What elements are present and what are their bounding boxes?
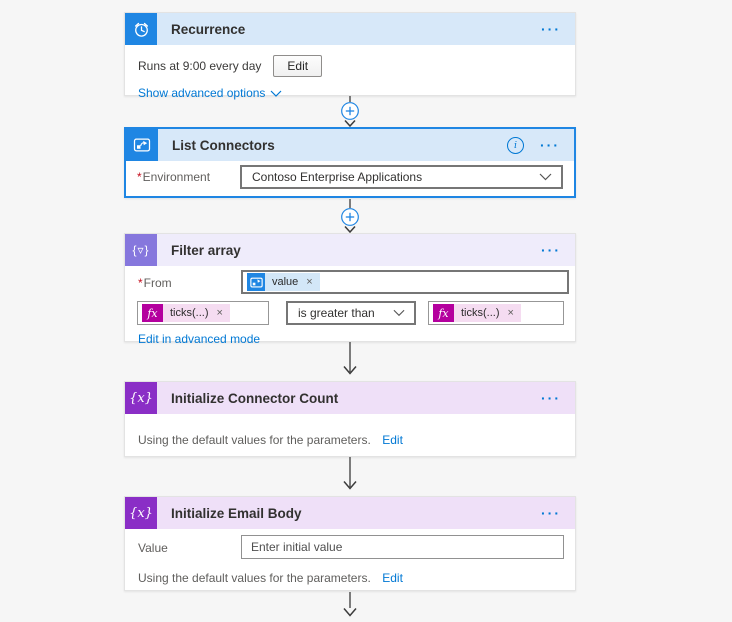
environment-value: Contoso Enterprise Applications xyxy=(252,170,423,184)
arrow-head-icon xyxy=(343,608,357,617)
expression-token: fx ticks(...) × xyxy=(433,304,521,322)
card-header[interactable]: {▿} Filter array ··· xyxy=(125,234,575,266)
card-title: Initialize Email Body xyxy=(171,505,302,521)
more-actions-icon[interactable]: ··· xyxy=(540,137,560,153)
flow-connector xyxy=(338,342,362,380)
condition-right-input[interactable]: fx ticks(...) × xyxy=(428,301,564,325)
chevron-down-icon xyxy=(271,90,282,97)
more-actions-icon[interactable]: ··· xyxy=(541,505,561,521)
value-input[interactable] xyxy=(241,535,564,559)
defaults-summary: Using the default values for the paramet… xyxy=(138,433,371,447)
environment-dropdown[interactable]: Contoso Enterprise Applications xyxy=(240,165,563,189)
token-label: value xyxy=(272,276,299,288)
flow-connector xyxy=(338,457,362,495)
card-header[interactable]: {x} Initialize Connector Count ··· xyxy=(125,382,575,414)
value-field-label: Value xyxy=(138,541,168,555)
remove-token-icon[interactable]: × xyxy=(507,307,514,319)
remove-token-icon[interactable]: × xyxy=(306,276,313,288)
required-marker: * xyxy=(137,170,142,184)
environment-field-label: *Environment xyxy=(137,170,211,184)
card-title: Recurrence xyxy=(171,21,246,37)
more-actions-icon[interactable]: ··· xyxy=(541,242,561,258)
card-title: Initialize Connector Count xyxy=(171,390,339,406)
token-label: ticks(...) xyxy=(170,307,209,319)
card-header[interactable]: {x} Initialize Email Body ··· xyxy=(125,497,575,529)
value-token: value × xyxy=(247,273,320,291)
recurrence-summary: Runs at 9:00 every day xyxy=(138,59,262,73)
condition-left-input[interactable]: fx ticks(...) × xyxy=(137,301,269,325)
edit-parameters-link[interactable]: Edit xyxy=(382,433,403,447)
card-header[interactable]: Recurrence ··· xyxy=(125,13,575,45)
expression-token: fx ticks(...) × xyxy=(142,304,230,322)
edit-recurrence-button[interactable]: Edit xyxy=(273,55,323,77)
edit-parameters-link[interactable]: Edit xyxy=(382,571,403,585)
card-title: List Connectors xyxy=(172,137,275,153)
flow-connector xyxy=(338,96,362,127)
arrow-head-icon xyxy=(343,366,357,375)
flow-connector xyxy=(338,199,362,233)
edit-advanced-mode-link[interactable]: Edit in advanced mode xyxy=(138,332,261,346)
card-title: Filter array xyxy=(171,242,241,258)
chevron-down-icon xyxy=(539,173,552,181)
fx-icon: fx xyxy=(433,304,454,322)
filter-array-icon: {▿} xyxy=(125,234,157,266)
fx-icon: fx xyxy=(142,304,163,322)
operator-dropdown[interactable]: is greater than xyxy=(286,301,416,325)
from-input[interactable]: value × xyxy=(241,270,569,294)
insert-step-button[interactable] xyxy=(341,208,359,226)
insert-step-button[interactable] xyxy=(341,102,359,120)
arrow-head-icon xyxy=(343,481,357,490)
power-automate-icon xyxy=(126,129,158,161)
variable-icon: {x} xyxy=(125,382,157,414)
variable-icon: {x} xyxy=(125,497,157,529)
alarm-clock-icon xyxy=(125,13,157,45)
action-card-initialize-connector-count[interactable]: {x} Initialize Connector Count ··· Using… xyxy=(124,381,576,457)
action-card-initialize-email-body[interactable]: {x} Initialize Email Body ··· Value Usin… xyxy=(124,496,576,591)
from-field-label: *From xyxy=(138,276,172,290)
more-actions-icon[interactable]: ··· xyxy=(541,21,561,37)
arrow-head-icon xyxy=(344,225,356,233)
operator-value: is greater than xyxy=(298,306,375,320)
flow-connector xyxy=(338,592,362,618)
chevron-down-icon xyxy=(393,309,405,317)
action-card-list-connectors[interactable]: List Connectors i ··· *Environment Conto… xyxy=(124,127,576,198)
action-card-recurrence[interactable]: Recurrence ··· Runs at 9:00 every day Ed… xyxy=(124,12,576,100)
action-card-filter-array[interactable]: {▿} Filter array ··· *From xyxy=(124,233,576,346)
required-marker: * xyxy=(138,276,143,290)
more-actions-icon[interactable]: ··· xyxy=(541,390,561,406)
info-icon[interactable]: i xyxy=(507,136,524,154)
token-label: ticks(...) xyxy=(461,307,500,319)
arrow-head-icon xyxy=(344,119,356,127)
show-advanced-options-label: Show advanced options xyxy=(138,86,266,100)
show-advanced-options-link[interactable]: Show advanced options xyxy=(138,86,282,100)
defaults-summary: Using the default values for the paramet… xyxy=(138,571,371,585)
power-automate-icon xyxy=(247,273,265,291)
card-header[interactable]: List Connectors i ··· xyxy=(126,129,574,161)
remove-token-icon[interactable]: × xyxy=(216,307,223,319)
